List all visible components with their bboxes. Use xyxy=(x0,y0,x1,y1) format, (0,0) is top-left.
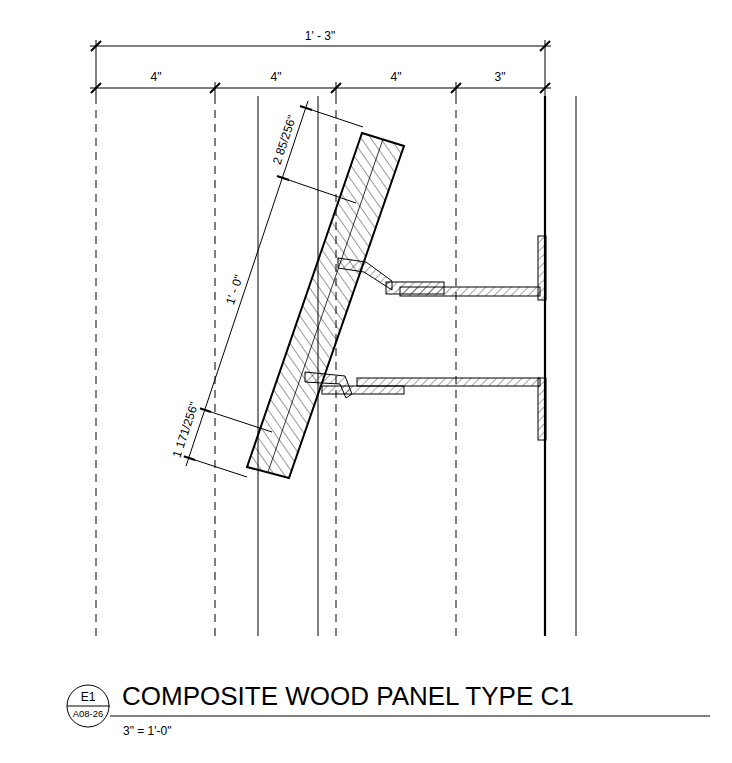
detail-number: E1 xyxy=(81,691,96,704)
panel-core-line xyxy=(268,139,383,472)
wood-panel xyxy=(247,133,404,478)
dimension-text: 1 171/256" xyxy=(170,400,201,461)
detail-bubble: E1A08-26 xyxy=(66,684,110,728)
title-underline xyxy=(110,716,710,717)
dimension-lines xyxy=(90,40,551,96)
wall-face xyxy=(544,96,546,636)
scale-note: 3" = 1'-0" xyxy=(122,725,173,738)
dimension-text: 1' - 0" xyxy=(224,272,247,307)
dimension-text: 4" xyxy=(270,71,283,84)
dimension-text: 1' - 3" xyxy=(304,30,337,43)
dimension-text: 4" xyxy=(390,71,403,84)
dimension-ticks xyxy=(91,41,550,93)
detail-title: COMPOSITE WOOD PANEL TYPE C1 xyxy=(122,682,574,711)
dashed-grid xyxy=(96,96,456,636)
dimension-text: 3" xyxy=(494,71,507,84)
dimension-text: 4" xyxy=(150,71,163,84)
slanted-dimension xyxy=(186,101,363,477)
sheet-number: A08-26 xyxy=(73,709,104,719)
slanted-ticks xyxy=(183,106,312,460)
